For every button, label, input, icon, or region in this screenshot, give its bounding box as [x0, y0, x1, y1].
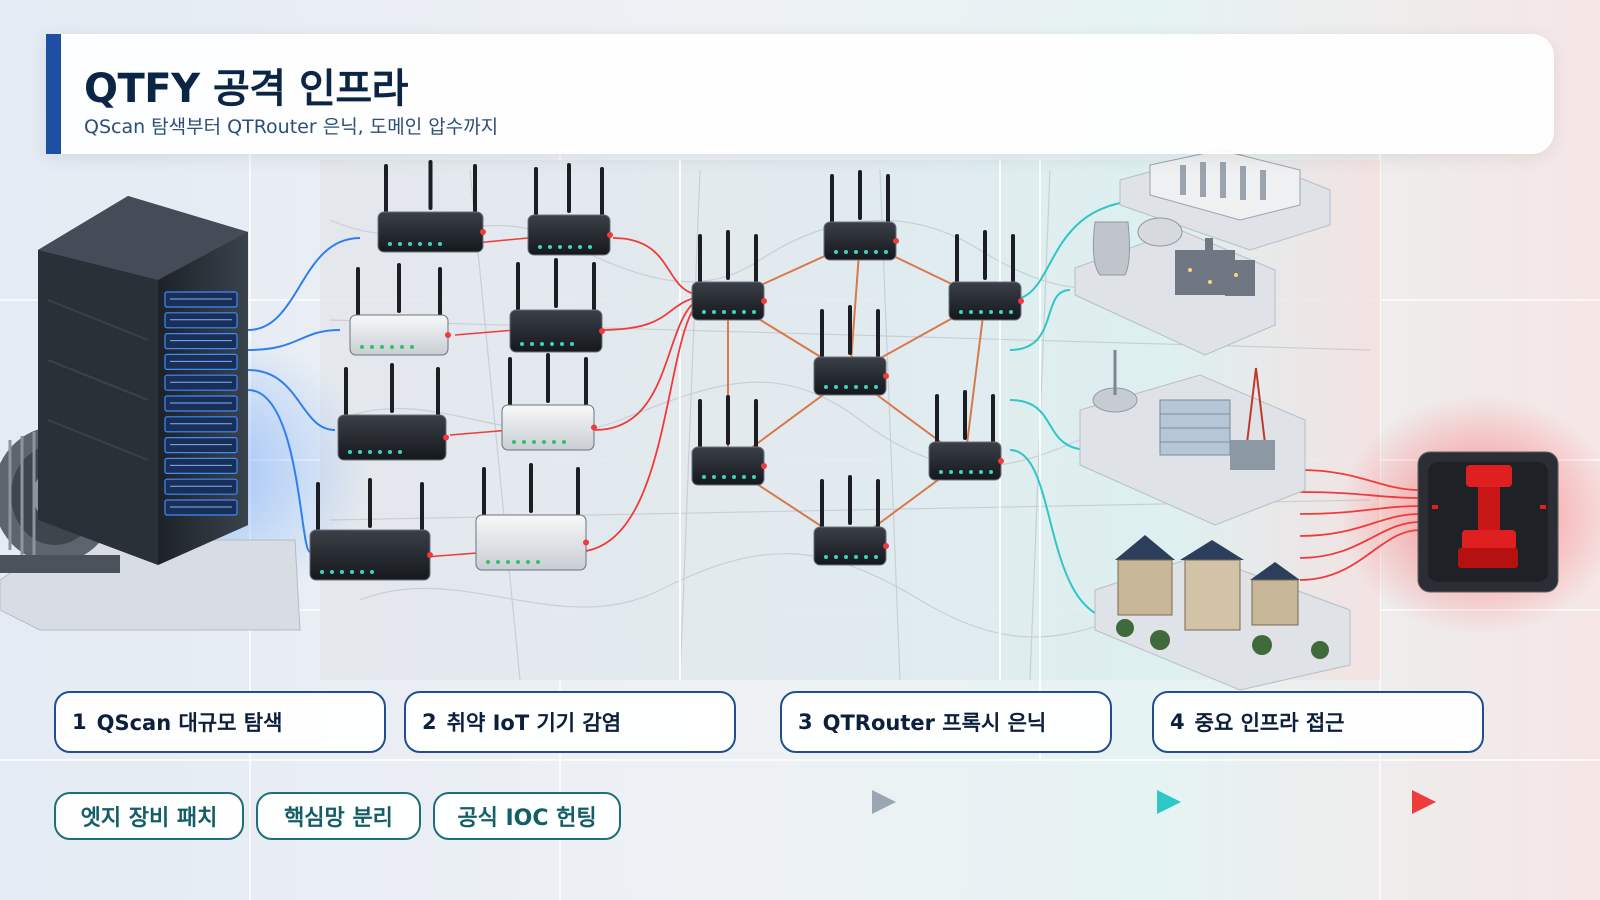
stage-number: 3 — [798, 710, 813, 734]
router-icon — [337, 363, 449, 461]
stage-number: 2 — [422, 710, 437, 734]
proxy-router-icon — [948, 230, 1024, 321]
proxy-router-icon — [813, 305, 889, 396]
stage-text: QScan 대규모 탐색 — [96, 711, 283, 735]
stage-number: 1 — [72, 710, 87, 734]
router-icon — [309, 478, 433, 581]
stage-text: 취약 IoT 기기 감염 — [446, 711, 622, 735]
router-icon — [377, 160, 486, 253]
stage-text: 중요 인프라 접근 — [1194, 711, 1345, 735]
page-subtitle: QScan 탐색부터 QTRouter 은닉, 도메인 압수까지 — [84, 116, 499, 138]
stage-label-1: 1 QScan 대규모 탐색 — [54, 691, 386, 753]
router-icon — [349, 263, 451, 356]
router-icon — [501, 353, 597, 451]
qscan-server-icon — [38, 196, 248, 565]
accent-bar — [46, 34, 61, 154]
stage-number: 4 — [1170, 710, 1185, 734]
header-panel — [46, 34, 1554, 154]
city-hall-icon — [1094, 535, 1351, 691]
stage-label-3: 3 QTRouter 프록시 은닉 — [780, 691, 1112, 753]
government-building-icon — [1119, 149, 1331, 251]
telecom-tower-icon — [1079, 350, 1306, 526]
proxy-router-icon — [823, 170, 899, 261]
proxy-router-icon — [691, 230, 767, 321]
page-title: QTFY 공격 인프라 — [84, 66, 408, 112]
stage-text: QTRouter 프록시 은닉 — [822, 711, 1047, 735]
kill-switch-icon — [1417, 451, 1559, 593]
router-icon — [527, 163, 613, 256]
router-icon — [475, 463, 589, 571]
power-plant-icon — [1074, 217, 1276, 356]
countermeasure-pill-core-separation: 핵심망 분리 — [256, 792, 421, 840]
proxy-router-icon — [691, 395, 767, 486]
proxy-router-icon — [928, 390, 1004, 481]
router-icon — [509, 258, 605, 353]
countermeasure-pill-edge-patch: 엣지 장비 패치 — [54, 792, 244, 840]
stage-label-4: 4 중요 인프라 접근 — [1152, 691, 1484, 753]
stage-label-2: 2 취약 IoT 기기 감염 — [404, 691, 736, 753]
countermeasure-pill-ioc-hunting: 공식 IOC 헌팅 — [433, 792, 621, 840]
proxy-router-icon — [813, 475, 889, 566]
